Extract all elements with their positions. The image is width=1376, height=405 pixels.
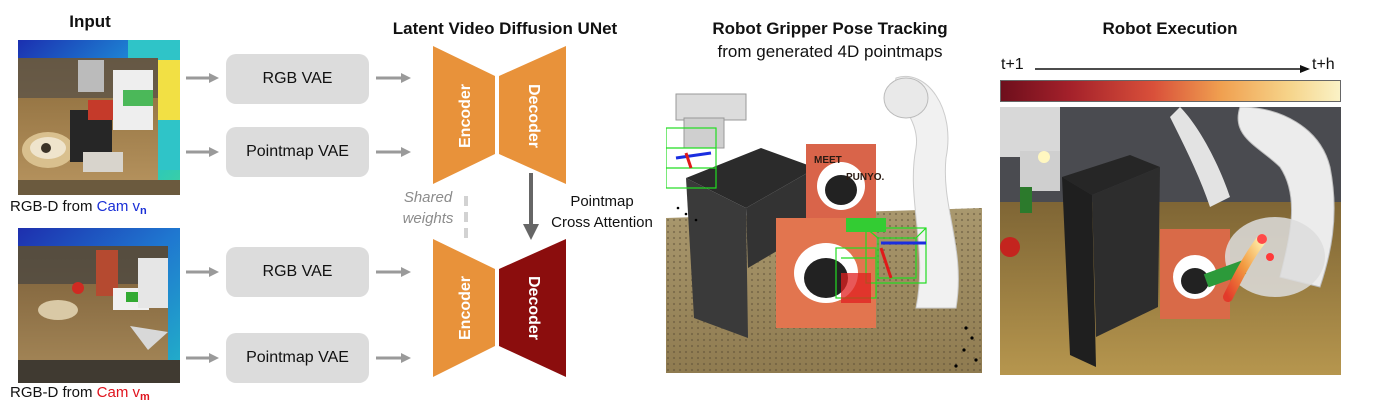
cross-attention-label: Pointmap Cross Attention — [540, 191, 664, 233]
rgbd-photo-cam-n — [18, 40, 180, 195]
encoder-top-label: Encoder — [457, 84, 474, 148]
gripper-axis-red — [684, 152, 893, 279]
gripper-axis-blue — [675, 151, 926, 245]
encoder-top-block — [433, 46, 495, 184]
pointmap-tracking-image: MEET PUNYO. — [666, 68, 982, 373]
shared-weights-line2: weights — [402, 210, 454, 227]
caption-cam-m: RGB-D from Cam vm — [10, 384, 150, 403]
caption-cam-m-prefix: RGB-D from — [10, 384, 97, 401]
time-start-label: t+1 — [1001, 56, 1024, 73]
rgbd-photo-cam-m — [18, 228, 180, 383]
rgb-vae-bottom: RGB VAE — [226, 247, 369, 297]
pointmap-render: MEET PUNYO. — [666, 68, 982, 373]
point-scatter — [676, 206, 978, 368]
decoder-bottom-block — [499, 239, 566, 377]
decoder-bottom-label: Decoder — [525, 276, 542, 340]
unet-title: Latent Video Diffusion UNet — [392, 19, 618, 38]
time-colorbar — [1000, 80, 1341, 102]
encoder-bottom-label: Encoder — [457, 276, 474, 340]
caption-cam-n-prefix: RGB-D from — [10, 198, 97, 215]
tracking-subtitle: from generated 4D pointmaps — [717, 42, 943, 61]
gripper-wireframe — [666, 127, 927, 299]
time-end-label: t+h — [1312, 56, 1335, 73]
gripper-trail-red — [841, 273, 871, 303]
gripper-green-finger — [846, 218, 886, 232]
input-image-cam-n — [18, 40, 180, 195]
caption-cam-n-subscript: n — [140, 205, 147, 217]
pointmap-vae-top: Pointmap VAE — [226, 127, 369, 177]
input-image-cam-m — [18, 228, 180, 383]
robot-execution-image — [1000, 107, 1341, 375]
box-text-meet: MEET — [814, 155, 842, 166]
input-title: Input — [69, 12, 111, 31]
box-text-punyo: PUNYO. — [846, 172, 885, 183]
cross-attention-line2: Cross Attention — [551, 214, 653, 231]
tracking-title: Robot Gripper Pose Tracking — [712, 19, 948, 38]
caption-cam-n: RGB-D from Cam vn — [10, 198, 147, 217]
pointmap-vae-bottom: Pointmap VAE — [226, 333, 369, 383]
cross-attention-line1: Pointmap — [570, 193, 634, 210]
unet-blocks: Encoder Decoder Encoder Decoder — [433, 46, 566, 377]
encoder-bottom-block — [433, 239, 495, 377]
execution-title: Robot Execution — [1102, 19, 1238, 38]
caption-cam-m-subscript: m — [140, 391, 150, 403]
shared-weights-label: Shared weights — [392, 187, 464, 229]
decoder-top-label: Decoder — [525, 84, 542, 148]
rgb-vae-top: RGB VAE — [226, 54, 369, 104]
decoder-top-block — [499, 46, 566, 184]
shared-weights-line1: Shared — [403, 189, 453, 206]
caption-cam-n-label: Cam v — [96, 198, 141, 215]
caption-cam-m-label: Cam v — [96, 384, 141, 401]
execution-photo — [1000, 107, 1341, 375]
gripper-trajectory-trail — [1223, 234, 1267, 302]
